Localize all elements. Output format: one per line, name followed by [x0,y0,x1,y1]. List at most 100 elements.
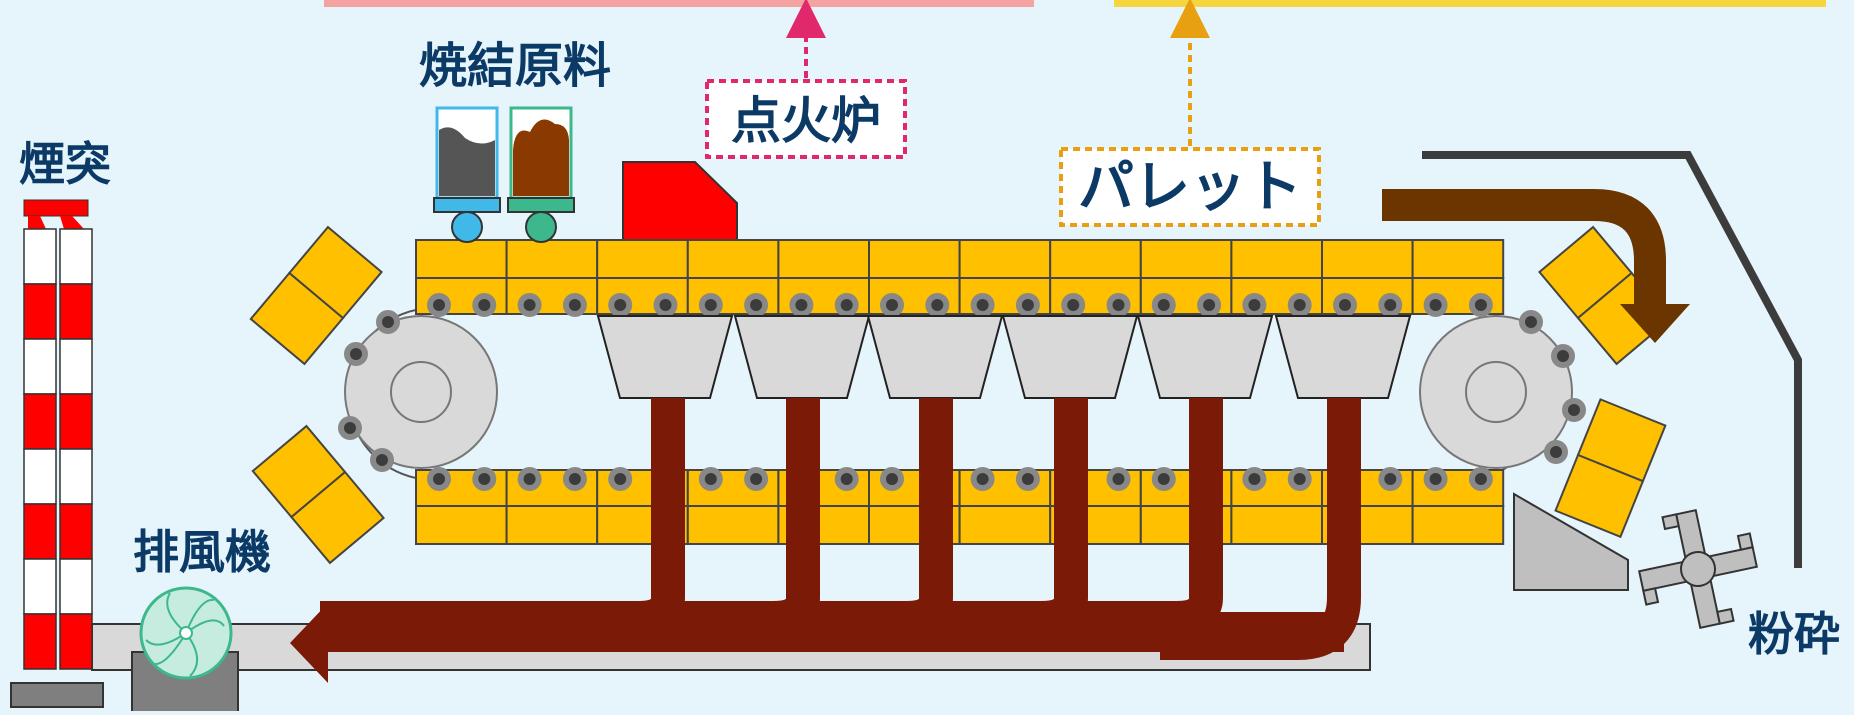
pallet-left-lower [251,424,385,565]
pallet-top-upper [686,239,780,279]
top-bar-left [324,0,1034,7]
roller-hub [523,299,536,311]
chimney-stripe [59,338,93,395]
roller-hub [1112,473,1125,485]
roller-hub [1293,473,1306,485]
pallet-bottom-lower [958,505,1052,545]
pallet-top-upper [596,239,689,279]
label-exhaust-fan: 排風機 [133,525,271,579]
chimney-stripe [59,283,93,340]
roller-hub [568,299,581,311]
pallet-top-upper [1321,239,1414,279]
left-sprocket-icon [344,315,498,469]
chimney-stripe [23,613,57,670]
roller-hub [1384,473,1397,485]
pallet-top-upper [868,239,961,279]
roller-hub [1474,473,1487,485]
roller-hub [523,473,536,485]
chimney-icon [10,199,104,708]
material-hopper-icon [433,106,575,243]
roller-hub [1067,299,1080,311]
label-chimney: 煙突 [19,137,111,191]
roller-hub [1248,473,1261,485]
exhaust-fan-icon [131,586,239,713]
pallet-top-upper [1411,239,1505,279]
roller-hub [750,473,763,485]
chimney-stripe [23,503,57,560]
roller-hub [976,473,989,485]
roller-hub [1248,299,1261,311]
pallet-bottom-lower [415,505,508,545]
chimney-stripe [59,558,93,615]
roller-hub [1568,404,1580,416]
roller-hub [1203,299,1216,311]
roller-hub [433,473,445,485]
roller-hub [1021,473,1034,485]
roller-hub [704,299,717,311]
product-flow-arrow [1382,189,1690,343]
pallet-top-upper [1139,239,1233,279]
roller-hub [1021,299,1034,311]
chimney-stripe [23,283,57,340]
furnace-tag-box [705,79,907,159]
roller-hub [350,348,362,360]
right-sprocket-icon [1419,315,1573,469]
chimney-stripe [23,228,57,285]
roller-hub [1384,299,1397,311]
roller-hub [1339,299,1351,311]
roller-hub [382,316,394,328]
pallet-top-upper [1049,239,1142,279]
roller-hub [1429,473,1442,485]
roller-hub [931,299,944,311]
pallet-bottom-lower [1411,505,1505,545]
roller-hub [478,473,491,485]
chimney-stripe [59,503,93,560]
roller-hub [614,473,627,485]
roller-hub [1429,299,1442,311]
pallet-bottom-lower [505,505,599,545]
wind-box-row [596,315,1412,399]
wind-box-icon [596,315,734,399]
pallet-top-upper [505,239,599,279]
chimney-stripe [59,448,93,505]
pallet-tag-box [1059,147,1321,227]
roller-hub [886,473,898,485]
wind-box-icon [1001,315,1139,399]
label-sinter-raw-material: 焼結原料 [419,38,611,94]
roller-hub [704,473,717,485]
duct-main [320,612,1344,652]
wind-box-icon [1274,315,1412,399]
crusher-chute [1513,492,1629,591]
roller-hub [795,299,808,311]
chimney-stripe [59,613,93,670]
wind-box-icon [733,315,871,399]
pallet-left-upper [249,225,383,366]
exhaust-duct [320,398,1361,660]
roller-hub [1474,299,1487,311]
duct-arrow-head [290,603,328,683]
pallet-bottom-lower [1230,505,1324,545]
roller-hub [568,473,581,485]
roller-hub [1157,299,1170,311]
label-ignition-furnace: 点火炉 [731,92,881,150]
return-frame [1422,151,1802,568]
chimney-stripe [23,393,57,450]
pallet-top-upper [777,239,871,279]
roller-hub [376,454,388,466]
roller-hub [840,299,853,311]
roller-hub [1112,299,1125,311]
crusher-icon [1638,509,1758,629]
wind-box-icon [1136,315,1274,399]
chimney-stripe [59,393,93,450]
roller-hub [840,473,853,485]
pallet-top-upper [958,239,1052,279]
roller-hub [886,299,898,311]
roller-hub [1525,316,1537,328]
pallet-top-upper [1230,239,1324,279]
roller-hub [1293,299,1306,311]
wind-box-icon [866,315,1004,399]
roller-hub [659,299,672,311]
ignition-furnace-icon [622,161,738,246]
roller-hub [1157,473,1170,485]
